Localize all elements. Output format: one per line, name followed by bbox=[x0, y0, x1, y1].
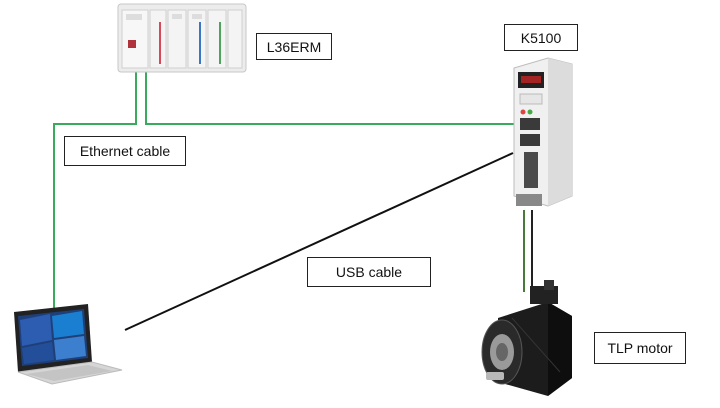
usb-cable-label: USB cable bbox=[307, 257, 431, 287]
ethernet-cable-plc-drive bbox=[146, 72, 520, 124]
servo-motor-icon bbox=[482, 280, 572, 396]
motor-label: TLP motor bbox=[594, 332, 686, 364]
ethernet-cable-label: Ethernet cable bbox=[64, 136, 186, 166]
ethernet-cable-plc-laptop bbox=[54, 72, 136, 312]
plc-label: L36ERM bbox=[256, 33, 332, 60]
laptop-icon bbox=[14, 304, 122, 384]
usb-cable bbox=[125, 153, 513, 330]
plc-controller-icon bbox=[118, 4, 246, 72]
servo-drive-icon bbox=[514, 58, 572, 206]
drive-label: K5100 bbox=[504, 24, 578, 51]
